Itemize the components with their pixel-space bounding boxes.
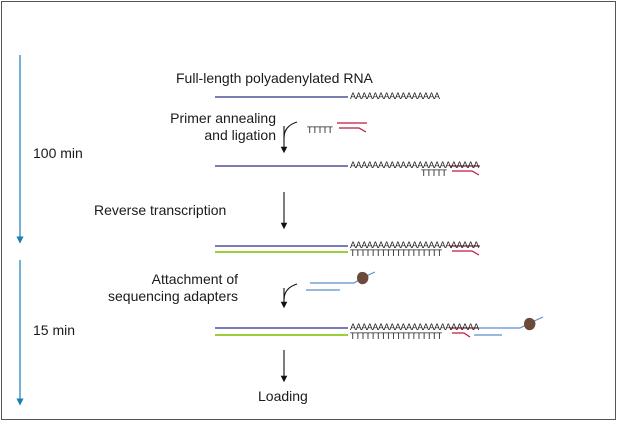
primer-bottom-strand <box>339 127 367 133</box>
loading-label: Loading <box>258 388 308 404</box>
attachment-label-line1: Attachment of <box>151 271 238 287</box>
primer-bottom-row3 <box>452 250 480 256</box>
rna-title: Full-length polyadenylated RNA <box>176 70 373 86</box>
curved-arrow-icon <box>283 121 298 139</box>
curved-arrow-icon <box>283 283 298 301</box>
reverse-transcription-label: Reverse transcription <box>94 202 227 218</box>
timeline-label-phase2: 15 min <box>33 322 76 338</box>
timeline-label-phase1: 100 min <box>33 145 83 161</box>
annealing-label-line1: Primer annealing <box>170 110 276 126</box>
polyT-row3: TTTTTTTTTTTTTTTTTT <box>350 248 442 258</box>
motor-protein-icon <box>524 317 536 331</box>
polyA-tail-row4: AAAAAAAAAAAAAAAAAAAAAAA <box>350 322 479 332</box>
primer-bottom-row2 <box>452 170 480 176</box>
attachment-label-line2: sequencing adapters <box>108 288 238 304</box>
polyA-tail-row2: AAAAAAAAAAAAAAAAAAAAAAA <box>350 160 479 170</box>
primer-bottom-row4 <box>452 332 471 338</box>
polyA-tail-row1: AAAAAAAAAAAAAAAA <box>350 91 440 101</box>
polyA-tail-row3: AAAAAAAAAAAAAAAAAAAAAAA <box>350 240 479 250</box>
polyT-row4: TTTTTTTTTTTTTTTTTT <box>350 331 442 341</box>
oligoT-row2: TTTTT <box>421 168 447 178</box>
annealing-label-line2: and ligation <box>204 127 276 143</box>
oligoT-primer: TTTTT <box>307 125 333 135</box>
motor-protein-icon <box>357 271 369 285</box>
